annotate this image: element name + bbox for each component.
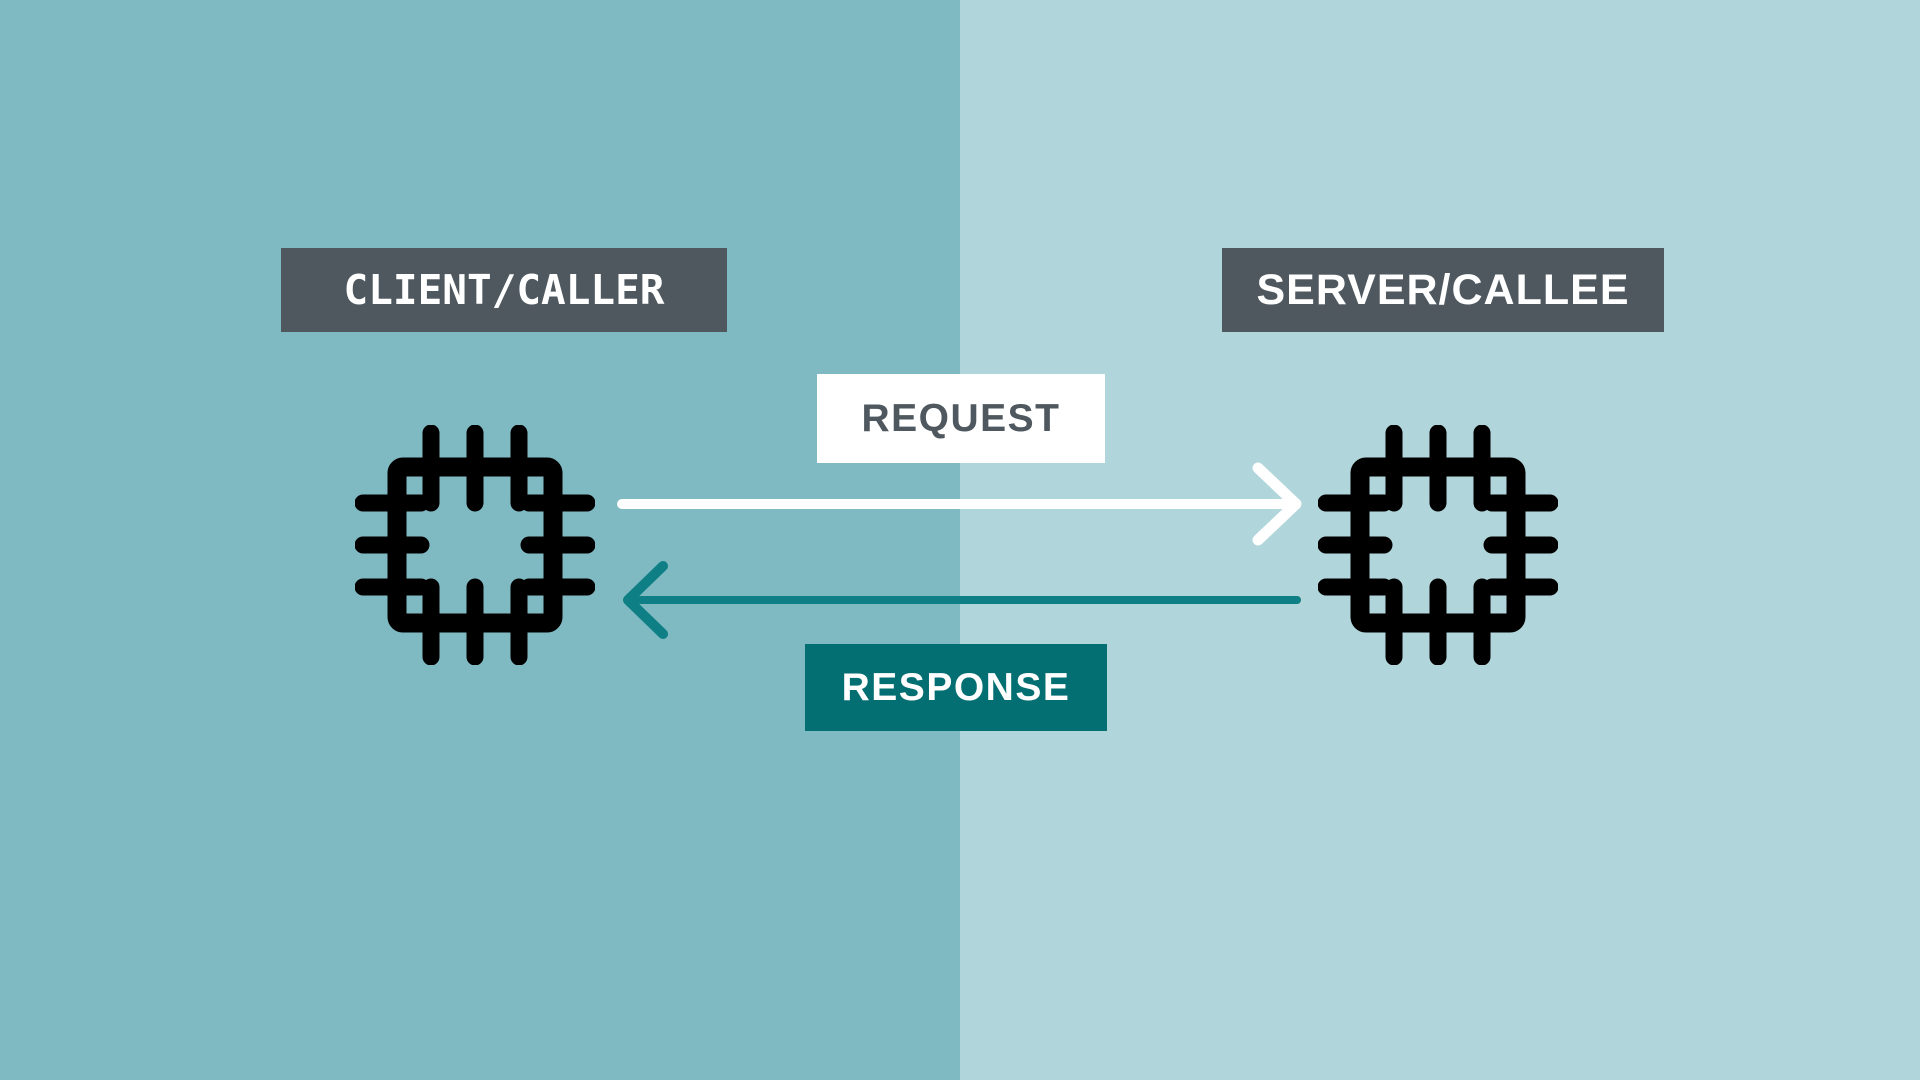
cpu-chip-icon-server xyxy=(1318,425,1558,665)
server-role-label: SERVER/CALLEE xyxy=(1222,248,1664,332)
cpu-chip-icon-client xyxy=(355,425,595,665)
request-message-label: REQUEST xyxy=(817,374,1105,463)
cpu-chip-icon xyxy=(1318,425,1558,665)
client-role-label: CLIENT/CALLER xyxy=(281,248,727,332)
background-right-panel xyxy=(960,0,1920,1080)
response-message-label: RESPONSE xyxy=(805,644,1107,731)
background-left-panel xyxy=(0,0,960,1080)
cpu-chip-icon xyxy=(355,425,595,665)
